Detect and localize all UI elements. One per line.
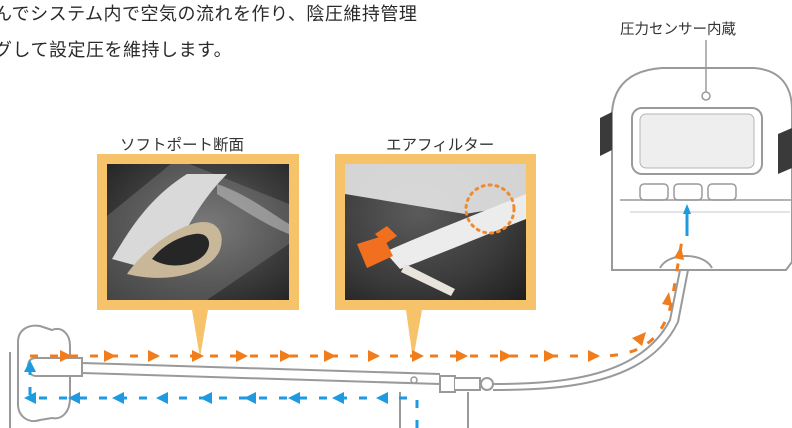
intro-text-line-2: グして設定圧を維持します。: [0, 40, 233, 61]
tube-connector: [439, 375, 456, 393]
air-filter-photo: [345, 164, 526, 300]
soft-port-callout-pointer: [192, 310, 208, 358]
soft-port-caption: ソフトポート断面: [120, 136, 245, 154]
air-filter-callout-pointer: [406, 310, 422, 360]
filter-highlight-circle-icon: [464, 183, 516, 235]
air-filter-caption: エアフィルター: [386, 136, 495, 154]
air-filter-photo-frame: [335, 154, 536, 310]
intro-text-line-1: んでシステム内で空気の流れを作り、陰圧維持管理: [0, 4, 418, 25]
soft-port: [26, 357, 83, 377]
outflow-arrows: [30, 239, 684, 362]
soft-port-photo-frame: [97, 154, 299, 310]
pressure-sensor-caption: 圧力センサー内蔵: [620, 22, 736, 38]
soft-port-cross-section-photo: [107, 164, 289, 300]
return-flow-arrows: [24, 204, 691, 428]
negative-pressure-device: [600, 40, 792, 271]
